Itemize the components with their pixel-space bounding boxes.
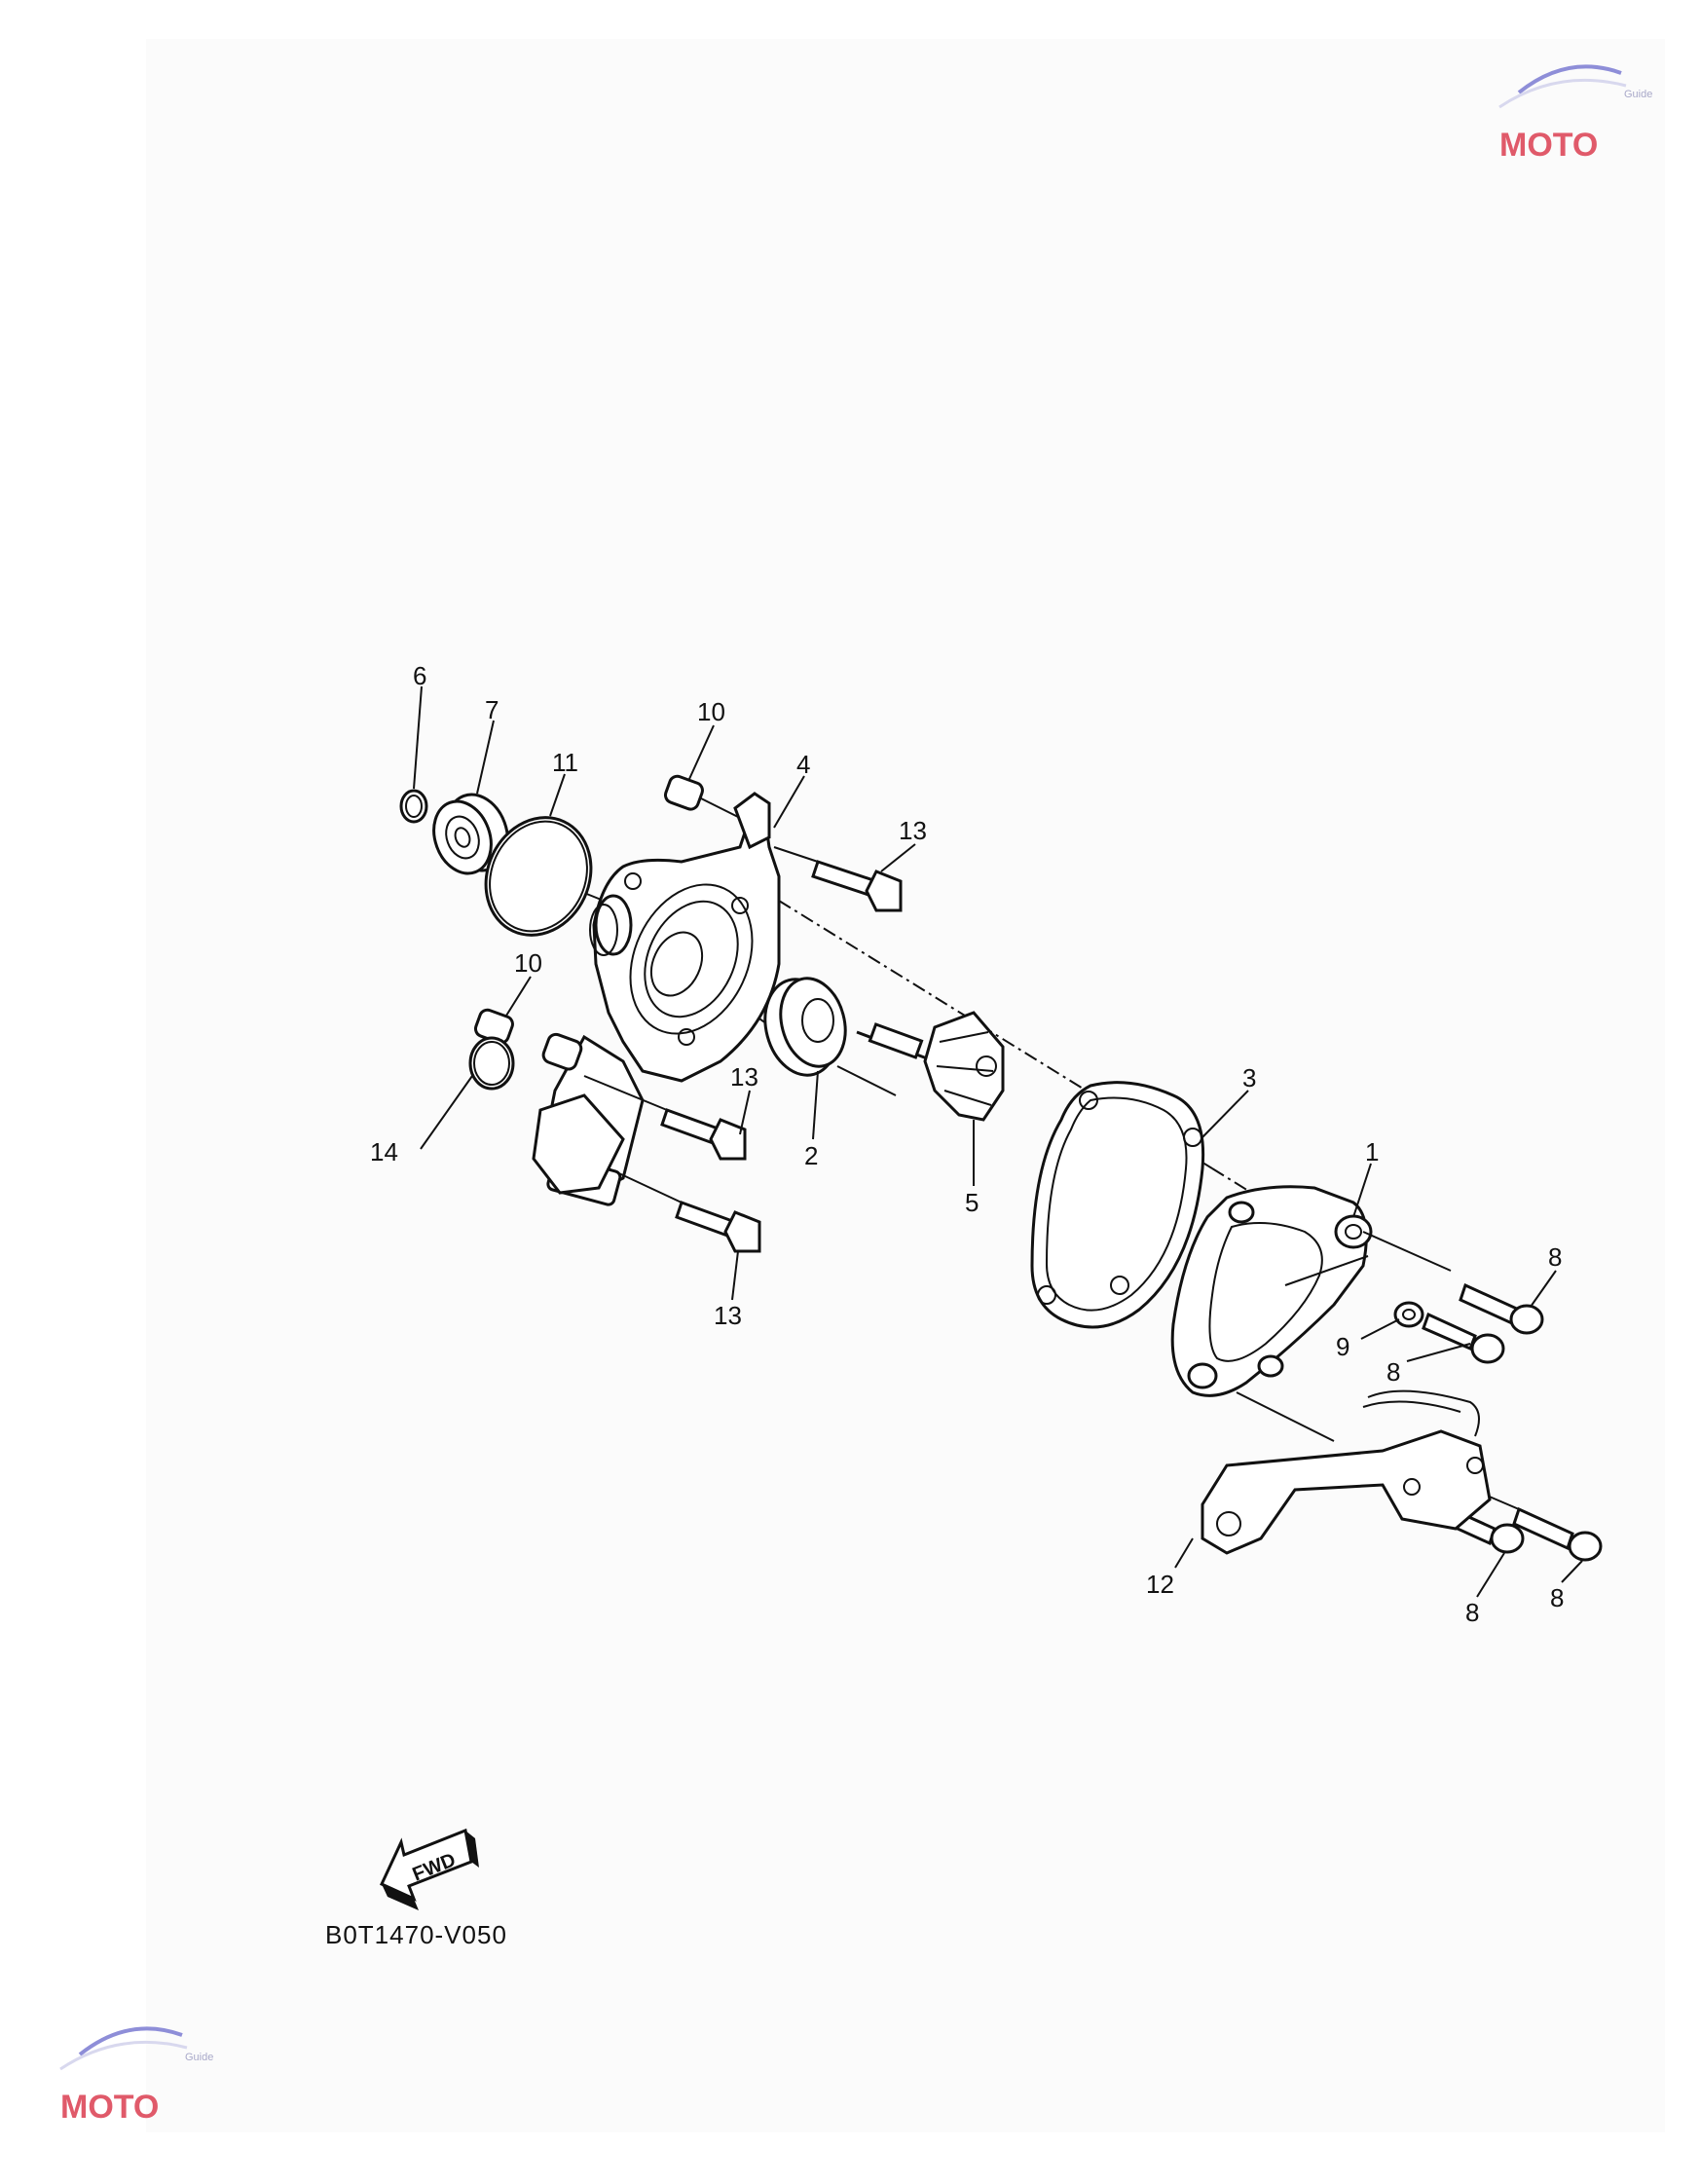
callout-10-lower: 10 bbox=[514, 948, 542, 978]
leader-6 bbox=[413, 685, 423, 790]
leader-8-d bbox=[1561, 1560, 1583, 1583]
watermark-logo-top: MOTO Guide bbox=[1498, 64, 1652, 164]
leader-14 bbox=[420, 1075, 473, 1150]
part-13-bolt-middle bbox=[583, 1075, 747, 1161]
part-9-washer bbox=[1393, 1301, 1424, 1328]
assembly-axis-line bbox=[836, 1065, 897, 1096]
leader-10-lower bbox=[505, 976, 532, 1017]
callout-3: 3 bbox=[1242, 1063, 1256, 1092]
part-10-dowel-pin-upper bbox=[663, 774, 741, 819]
callout-13-lower: 13 bbox=[714, 1301, 742, 1330]
leader-13-middle bbox=[739, 1090, 751, 1135]
part-13-bolt-lower bbox=[608, 1167, 761, 1253]
part-10-dowel-pin-lower bbox=[473, 1008, 583, 1071]
part-13-bolt-upper bbox=[773, 846, 903, 912]
callout-10-upper: 10 bbox=[697, 697, 725, 726]
leader-10-upper bbox=[688, 724, 715, 780]
fwd-arrow-icon: FWD bbox=[380, 1828, 479, 1910]
diagram-page bbox=[146, 39, 1665, 2132]
leader-2 bbox=[812, 1070, 819, 1140]
part-8-bolt-d bbox=[1484, 1494, 1603, 1562]
callout-8-d: 8 bbox=[1550, 1583, 1564, 1612]
part-12-bracket bbox=[1201, 1389, 1492, 1555]
callout-8-b: 8 bbox=[1386, 1357, 1400, 1387]
callout-5: 5 bbox=[965, 1188, 979, 1217]
watermark-small-text: Guide bbox=[185, 2052, 213, 2063]
callout-13-upper: 13 bbox=[899, 816, 927, 845]
part-14-o-ring bbox=[468, 1036, 515, 1091]
callout-4: 4 bbox=[796, 750, 810, 779]
watermark-brand: MOTO bbox=[60, 2089, 159, 2126]
leader-8-a bbox=[1530, 1270, 1557, 1308]
callout-6: 6 bbox=[413, 661, 426, 690]
leader-9 bbox=[1360, 1318, 1400, 1340]
leader-1 bbox=[1352, 1163, 1372, 1218]
leader-12 bbox=[1174, 1537, 1194, 1569]
part-3-gasket bbox=[1030, 1081, 1205, 1329]
part-8-bolt-a bbox=[1459, 1282, 1544, 1335]
callout-12: 12 bbox=[1146, 1570, 1174, 1599]
watermark-brand: MOTO bbox=[1499, 127, 1598, 164]
drawing-code: B0T1470-V050 bbox=[325, 1920, 507, 1949]
part-8-bolt-b bbox=[1422, 1312, 1505, 1364]
part-14-o-ring-inner bbox=[473, 1041, 510, 1086]
part-11-o-ring bbox=[484, 816, 593, 937]
leader-3 bbox=[1201, 1090, 1249, 1138]
callout-13-middle: 13 bbox=[730, 1062, 758, 1092]
callout-7: 7 bbox=[485, 695, 499, 724]
leader-8-c bbox=[1476, 1552, 1505, 1598]
callout-8-c: 8 bbox=[1465, 1598, 1479, 1627]
watermark-small-text: Guide bbox=[1624, 89, 1652, 100]
leader-13-lower bbox=[731, 1250, 739, 1301]
leader-13-upper bbox=[880, 843, 916, 872]
part-2-mechanical-seal bbox=[763, 977, 847, 1077]
leader-7 bbox=[476, 720, 495, 795]
part-4-pump-housing bbox=[532, 792, 781, 1206]
part-11-o-ring-inner bbox=[489, 820, 588, 933]
callout-9: 9 bbox=[1336, 1332, 1349, 1361]
part-1-pump-cover bbox=[1170, 1185, 1452, 1442]
part-5-impeller bbox=[856, 1011, 1005, 1122]
leader-11 bbox=[549, 773, 566, 817]
callout-8-a: 8 bbox=[1548, 1242, 1562, 1272]
callout-14: 14 bbox=[370, 1137, 398, 1166]
leader-8-b bbox=[1406, 1343, 1471, 1362]
callout-2: 2 bbox=[804, 1141, 818, 1170]
part-6-circlip bbox=[399, 789, 428, 824]
leader-4 bbox=[773, 775, 805, 829]
callout-1: 1 bbox=[1365, 1137, 1379, 1166]
callout-11: 11 bbox=[552, 748, 578, 777]
watermark-logo-bottom: MOTO Guide bbox=[59, 2026, 213, 2126]
